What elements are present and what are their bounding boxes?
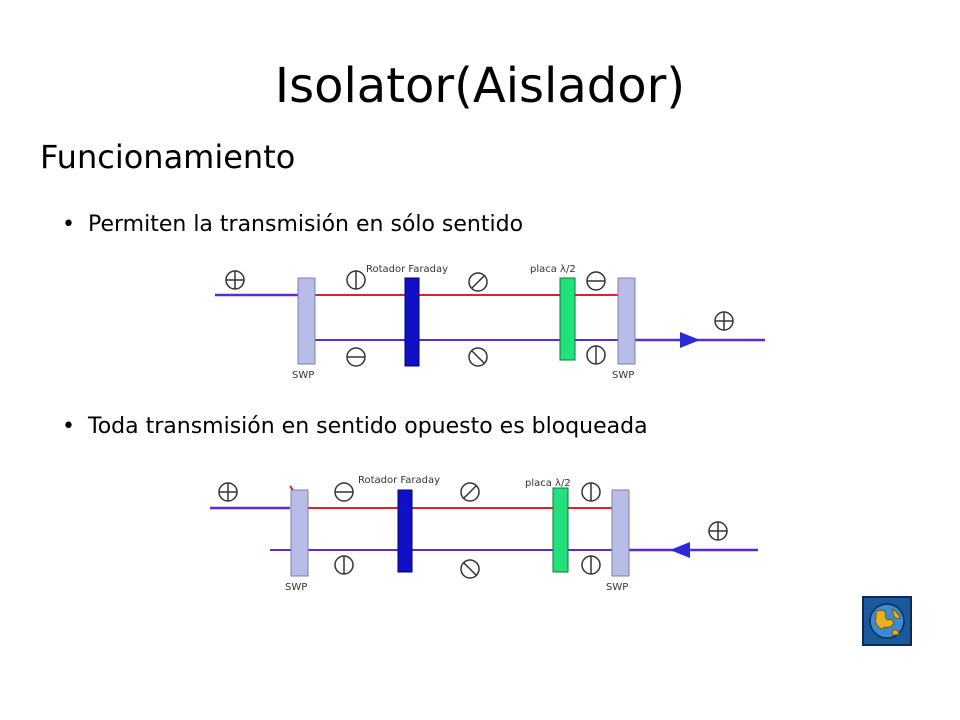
polarization-diagonal-icon [468,347,488,367]
polarization-vertical-icon [581,482,601,502]
faraday-rotator [404,277,420,367]
diagram-forward: Rotador Faraday placa λ/2 SWP SWP [215,264,765,381]
polarization-diagonal-icon [468,272,488,292]
polarization-horizontal-icon [334,482,354,502]
swp-left [290,489,309,577]
polarization-vertical-icon [334,555,354,575]
polarization-both-icon [714,311,734,331]
polarization-horizontal-icon [346,347,366,367]
polarization-vertical-icon [586,345,606,365]
swp-right [611,489,630,577]
swp-right-label: SWP [612,370,634,381]
polarization-vertical-icon [581,555,601,575]
slide-subtitle: Funcionamiento [40,138,296,176]
half-wave-plate [559,277,576,361]
swp-right [617,277,636,365]
bullet-dot: • [62,212,75,237]
faraday-rotator [397,489,413,573]
slide-title: Isolator(Aislador) [274,58,686,114]
polarization-both-icon [218,482,238,502]
polarization-diagonal-icon [460,559,480,579]
polarization-diagonal-icon [460,482,480,502]
bullet-item-2: • Toda transmisión en sentido opuesto es … [62,414,648,439]
swp-left [297,277,316,365]
swp-left-label: SWP [285,582,307,593]
globe-icon[interactable] [862,596,912,646]
plate-label: placa λ/2 [525,478,571,489]
rotator-label: Rotador Faraday [358,475,440,486]
swp-left-label: SWP [292,370,314,381]
bullet-item-1: • Permiten la transmisión en sólo sentido [62,212,523,237]
swp-right-label: SWP [606,582,628,593]
bullet-text-2: Toda transmisión en sentido opuesto es b… [88,414,648,439]
direction-arrow [670,542,690,558]
half-wave-plate [552,487,569,573]
bullet-dot: • [62,414,75,439]
polarization-horizontal-icon [586,271,606,291]
diagram-reverse: Rotador Faraday placa λ/2 SWP SWP [210,475,758,593]
polarization-both-icon [225,270,245,290]
rotator-label: Rotador Faraday [366,264,448,275]
direction-arrow [680,332,700,348]
polarization-vertical-icon [346,270,366,290]
bullet-text-1: Permiten la transmisión en sólo sentido [88,212,524,237]
plate-label: placa λ/2 [530,264,576,275]
polarization-both-icon [708,521,728,541]
